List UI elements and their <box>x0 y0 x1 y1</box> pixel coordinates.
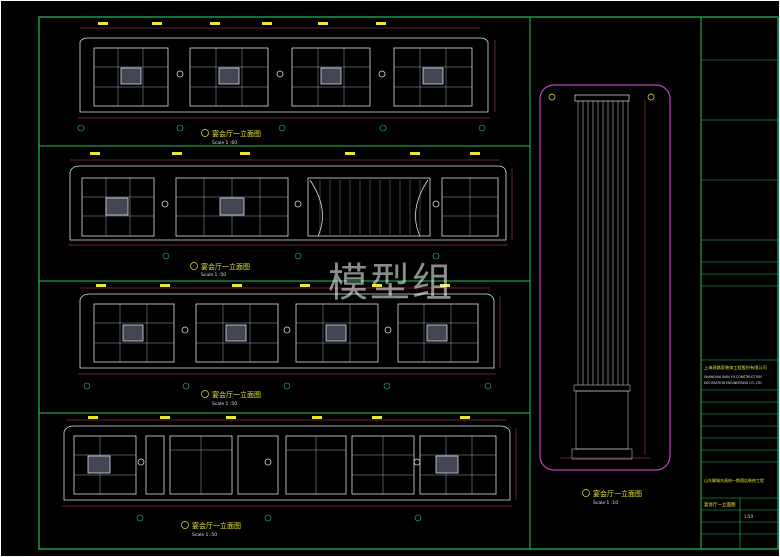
title-block <box>701 59 778 549</box>
watermark-text: 模型组 <box>328 260 454 306</box>
elevation-scale-3-text: Scale 1 :50 <box>212 401 237 407</box>
column-detail-scale-text: Scale 1 :10 <box>593 500 618 506</box>
elevation-3 <box>79 293 495 369</box>
elevation-scale-1-text: Scale 1 :60 <box>212 140 237 146</box>
elevation-title-4-text: 宴会厅一立面图 <box>192 521 241 530</box>
scale-value-text: 1:50 <box>744 514 753 519</box>
project-label-text: 山东聊城东昌府一期酒店装修工程 <box>704 477 764 483</box>
elevation-title-1-text: 宴会厅一立面图 <box>212 129 261 138</box>
elevation-title-2: 宴会厅一立面图 Scale 1 :50 <box>190 262 250 278</box>
elevation-title-3: 宴会厅一立面图 Scale 1 :50 <box>201 390 261 407</box>
elevation-1 <box>79 37 489 113</box>
company-en-text-1: SHANGHAI XIAN YU CONSTRUCTION <box>704 375 762 379</box>
elevation-title-2-text: 宴会厅一立面图 <box>201 262 250 271</box>
column-detail-title-text: 宴会厅一立面图 <box>593 489 642 498</box>
elevation-2 <box>69 165 507 241</box>
elevation-title-4: 宴会厅一立面图 Scale 1 :50 <box>181 521 241 538</box>
drawing-frame <box>38 16 779 550</box>
elevation-title-1: 宴会厅一立面图 Scale 1 :60 <box>201 129 261 146</box>
company-cn-text: 上海源路家装饰工程股份有限公司 <box>704 364 767 371</box>
column-detail: 宴会厅一立面图 Scale 1 :10 <box>539 84 671 506</box>
elevation-title-3-text: 宴会厅一立面图 <box>212 390 261 399</box>
drawing-name-text: 宴会厅一立面图 <box>704 501 736 508</box>
company-en-text-2: DECORATION ENGINEERING CO.,LTD <box>704 381 762 385</box>
elevation-scale-2-text: Scale 1 :50 <box>201 272 226 278</box>
elevation-scale-4-text: Scale 1 :50 <box>192 532 217 538</box>
elevation-4 <box>63 425 511 501</box>
